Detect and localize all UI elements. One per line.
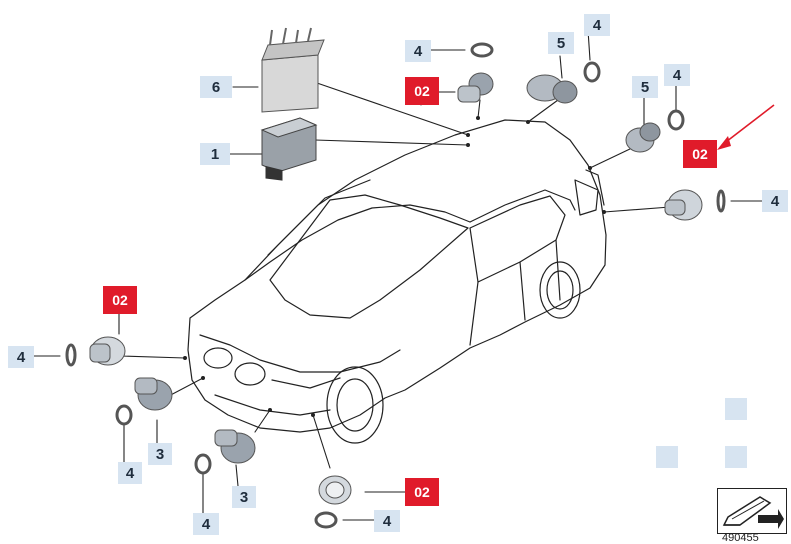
- label-4: 4: [8, 346, 34, 368]
- control-unit-1: [260, 117, 318, 181]
- label-02-highlight: 02: [683, 140, 717, 168]
- label-1: 1: [200, 143, 230, 165]
- label-4: 4: [584, 14, 610, 36]
- label-4: 4: [118, 462, 142, 484]
- label-02-highlight: 02: [405, 478, 439, 506]
- red-arrow: [717, 104, 775, 150]
- label-4: 4: [374, 510, 400, 532]
- pencil-arrow-icon: [722, 496, 784, 529]
- label-4: 4: [193, 513, 219, 535]
- leader-dots: [183, 116, 606, 417]
- label-6: 6: [200, 76, 232, 98]
- label-02-highlight: 02: [103, 286, 137, 314]
- sensor-part: [89, 72, 703, 505]
- leader-lines: [32, 29, 763, 521]
- label-3: 3: [232, 486, 256, 508]
- label-02-highlight: 02: [405, 77, 439, 105]
- label-5: 5: [548, 32, 574, 54]
- label-4: 4: [664, 64, 690, 86]
- label-5: 5: [632, 76, 658, 98]
- blank-box: [725, 446, 747, 468]
- blank-box: [656, 446, 678, 468]
- car-illustration: [187, 119, 607, 444]
- label-3: 3: [148, 443, 172, 465]
- label-4: 4: [762, 190, 788, 212]
- navigation-box[interactable]: [717, 488, 787, 534]
- ring-parts: [65, 42, 726, 529]
- control-unit-6: [261, 27, 325, 113]
- figure-number: 490455: [722, 532, 759, 544]
- blank-box: [725, 398, 747, 420]
- label-4: 4: [405, 40, 431, 62]
